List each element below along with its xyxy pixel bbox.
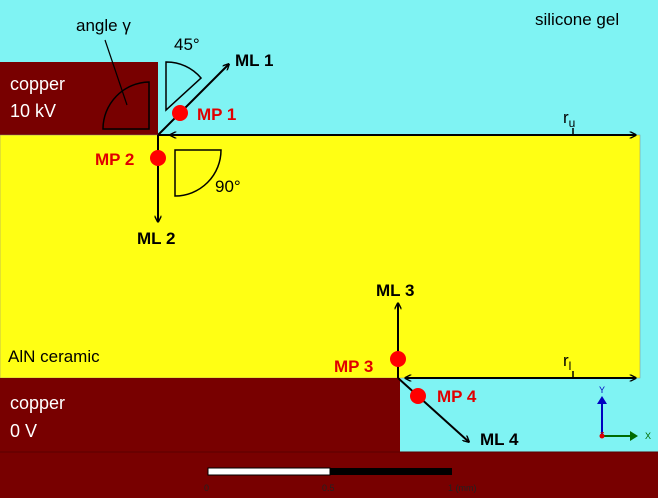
angle-45-label: 45° [174, 35, 200, 54]
mp3-label: MP 3 [334, 357, 373, 376]
ml1-label: ML 1 [235, 51, 273, 70]
scale-bar: 0 0.5 1 (mm) [204, 467, 477, 493]
copper-top-region [0, 62, 158, 135]
mp4-label: MP 4 [437, 387, 477, 406]
axis-triad: Y X Z [597, 385, 651, 441]
ml3-label: ML 3 [376, 281, 414, 300]
axis-z-label: Z [600, 432, 605, 439]
angle-45-arc [165, 61, 203, 112]
ml1-arrow [157, 64, 229, 136]
r-upper-label: ru [563, 108, 575, 130]
copper-top-voltage: 10 kV [10, 101, 56, 121]
axis-x-label: X [645, 431, 651, 441]
mp4-marker [410, 388, 426, 404]
copper-bottom-region [0, 378, 400, 452]
mp3-marker [390, 351, 406, 367]
scale-tick-0-5: 0.5 [322, 483, 335, 493]
copper-bottom-voltage: 0 V [10, 421, 37, 441]
copper-top-label: copper [10, 74, 65, 94]
ml4-arrow [397, 377, 469, 442]
mp2-marker [150, 150, 166, 166]
copper-bottom-label: copper [10, 393, 65, 413]
mp2-label: MP 2 [95, 150, 134, 169]
mp1-marker [172, 105, 188, 121]
angle-gamma-arc [102, 81, 150, 130]
scale-tick-1: 1 (mm) [448, 483, 477, 493]
ceramic-region [0, 134, 641, 379]
silicone-gel-label: silicone gel [535, 10, 619, 29]
ml2-label: ML 2 [137, 229, 175, 248]
angle-90-arc [174, 149, 222, 197]
angle-90-label: 90° [215, 177, 241, 196]
mp1-label: MP 1 [197, 105, 236, 124]
r-lower-label: rl [563, 351, 571, 373]
scale-tick-0: 0 [204, 483, 209, 493]
ml4-label: ML 4 [480, 430, 519, 449]
angle-gamma-label: angle γ [76, 16, 131, 35]
axis-y-label: Y [599, 385, 605, 395]
ceramic-label: AlN ceramic [8, 347, 100, 366]
